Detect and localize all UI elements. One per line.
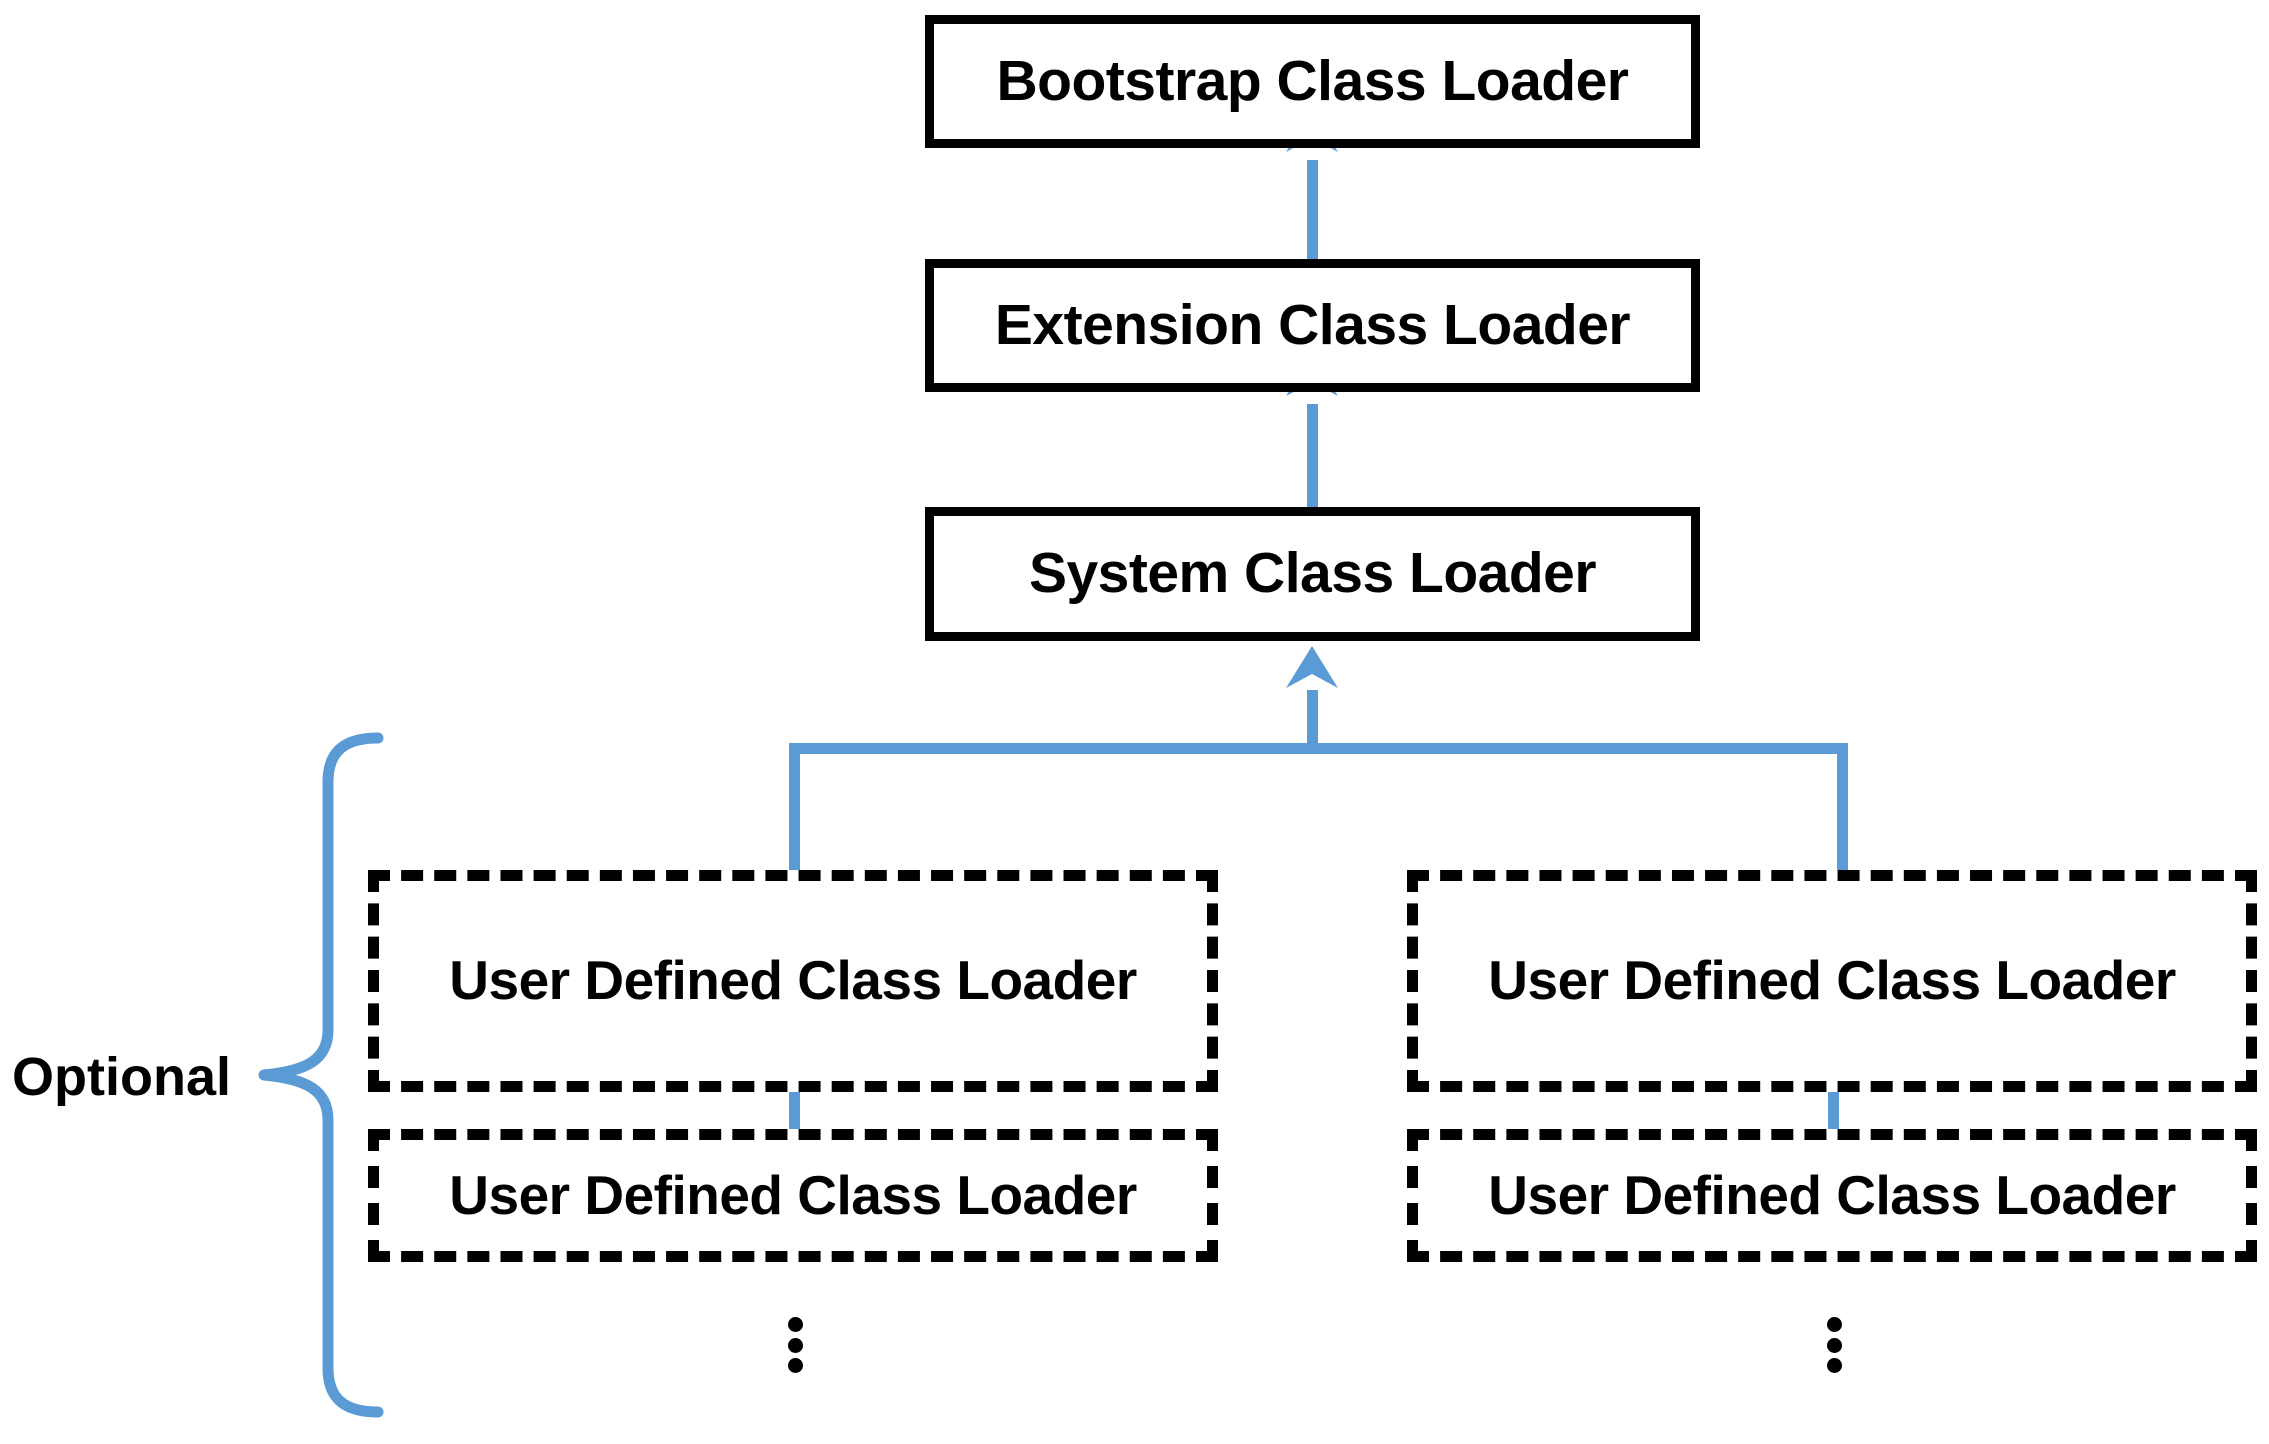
ellipsis-right-column (1826, 1317, 1842, 1373)
ellipsis-dot (787, 1358, 803, 1373)
edge-bus-drop-left (789, 743, 800, 876)
edge-users-to-system-arrow-notch (1286, 674, 1338, 688)
edge-users-to-system-bus (789, 743, 1848, 754)
node-label: User Defined Class Loader (1488, 1163, 2176, 1226)
ellipsis-dot (1826, 1337, 1842, 1353)
node-label: System Class Loader (1028, 541, 1597, 606)
edge-users-to-system-stem (1307, 690, 1318, 750)
node-label: User Defined Class Loader (449, 949, 1137, 1012)
node-user-defined-class-loader-left-bottom: User Defined Class Loader (368, 1129, 1218, 1262)
node-label: Bootstrap Class Loader (996, 48, 1629, 113)
node-label: User Defined Class Loader (449, 1163, 1137, 1226)
node-system-class-loader: System Class Loader (925, 507, 1700, 641)
optional-group-brace (258, 732, 384, 1418)
node-label: Extension Class Loader (994, 292, 1631, 357)
node-bootstrap-class-loader: Bootstrap Class Loader (925, 15, 1700, 148)
ellipsis-left-column (787, 1317, 803, 1373)
edge-extension-to-bootstrap-stem (1307, 160, 1318, 259)
edge-system-to-extension-stem (1307, 404, 1318, 507)
node-extension-class-loader: Extension Class Loader (925, 259, 1700, 392)
edge-bus-drop-right (1837, 743, 1848, 876)
ellipsis-dot (787, 1337, 803, 1353)
node-label: User Defined Class Loader (1488, 949, 2176, 1012)
node-user-defined-class-loader-right-top: User Defined Class Loader (1407, 870, 2257, 1092)
ellipsis-dot (1826, 1317, 1842, 1332)
ellipsis-dot (1826, 1358, 1842, 1373)
node-user-defined-class-loader-right-bottom: User Defined Class Loader (1407, 1129, 2257, 1262)
ellipsis-dot (787, 1317, 803, 1332)
optional-label: Optional (12, 1047, 231, 1107)
node-user-defined-class-loader-left-top: User Defined Class Loader (368, 870, 1218, 1092)
